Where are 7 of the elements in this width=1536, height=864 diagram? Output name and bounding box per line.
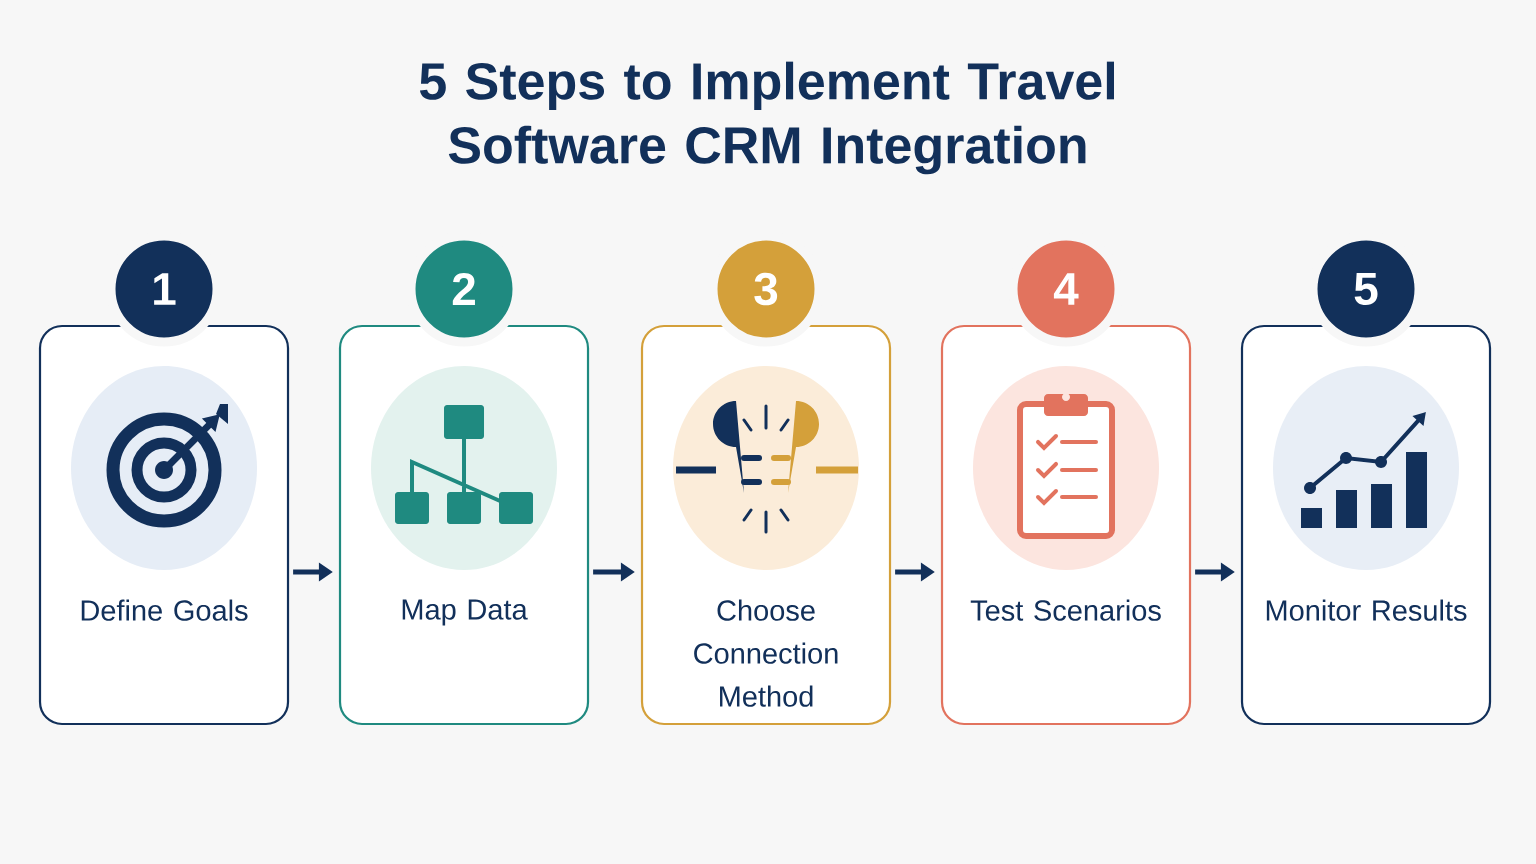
step-number-badge: 5 xyxy=(1308,231,1424,347)
title: 5 Steps to Implement Travel Software CRM Integration xyxy=(419,61,1114,175)
step-label: Define Goals xyxy=(81,599,248,621)
step-label: Monitor Results xyxy=(1266,599,1467,621)
step-label: Map Data xyxy=(402,599,528,626)
step-label: Test Scenarios xyxy=(970,599,1161,621)
step-label: Choose Connection Method xyxy=(694,599,838,707)
